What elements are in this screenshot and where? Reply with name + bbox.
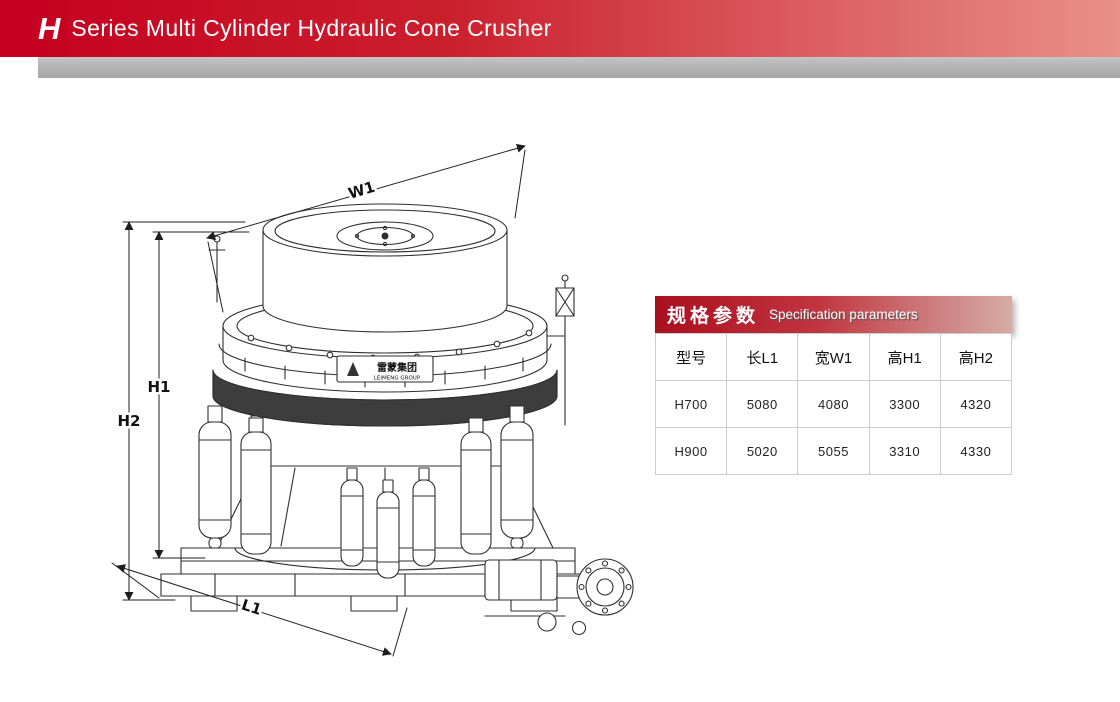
left-rod [208, 235, 226, 303]
col-model: 型号 [654, 333, 728, 381]
title-banner: H Series Multi Cylinder Hydraulic Cone C… [0, 0, 1120, 57]
col-length-l1: 长L1 [726, 333, 799, 381]
cell-w1: 5055 [797, 427, 870, 475]
dim-label-l1: L1 [239, 596, 264, 619]
spec-table: 型号 长L1 宽W1 高H1 高H2 H700 5080 4080 3300 4… [654, 333, 1013, 475]
spec-header: 规格参数 Specification parameters [655, 296, 1012, 333]
cell-h1: 3310 [868, 427, 941, 475]
cell-l1: 5020 [726, 427, 799, 475]
dim-label-h1: H1 [148, 378, 171, 396]
table-row: H700 5080 4080 3300 4320 [654, 380, 1013, 428]
divider-strip [38, 57, 1120, 78]
dim-label-w1: W1 [346, 178, 377, 203]
page-title: Series Multi Cylinder Hydraulic Cone Cru… [71, 15, 552, 41]
cell-h2: 4320 [939, 380, 1013, 428]
dim-label-h2: H2 [118, 412, 141, 430]
col-height-h1: 高H1 [868, 333, 941, 381]
cell-model: H900 [654, 427, 728, 475]
col-height-h2: 高H2 [939, 333, 1013, 381]
cell-h2: 4330 [939, 427, 1013, 475]
hydraulic-cylinders-center [340, 467, 436, 579]
cell-h1: 3300 [868, 380, 941, 428]
col-width-w1: 宽W1 [797, 333, 870, 381]
spec-title-en: Specification parameters [769, 307, 918, 322]
cell-w1: 4080 [797, 380, 870, 428]
spec-panel: 规格参数 Specification parameters 型号 长L1 宽W1… [654, 296, 1013, 475]
series-letter: H [38, 11, 61, 46]
gear-ring [212, 369, 558, 427]
spec-header-row: 型号 长L1 宽W1 高H1 高H2 [654, 333, 1013, 381]
brand-name-cn: 雷蒙集团 [377, 361, 417, 374]
cone-crusher-drawing: 雷蒙集团 LEIMENG GROUP W1 H1 [111, 143, 634, 657]
spec-title-cn: 规格参数 [667, 306, 760, 327]
support-mast [546, 274, 575, 426]
drive-assembly [484, 558, 634, 636]
brand-plate: 雷蒙集团 LEIMENG GROUP [336, 355, 434, 383]
hydraulic-cylinders-side [198, 405, 534, 555]
cell-model: H700 [654, 380, 728, 428]
table-row: H900 5020 5055 3310 4330 [654, 427, 1013, 475]
feed-hopper [262, 203, 508, 333]
brand-name-en: LEIMENG GROUP [374, 376, 421, 382]
cell-l1: 5080 [726, 380, 799, 428]
brand-logo-icon [347, 362, 359, 376]
technical-drawing: 雷蒙集团 LEIMENG GROUP W1 H1 [95, 130, 655, 678]
